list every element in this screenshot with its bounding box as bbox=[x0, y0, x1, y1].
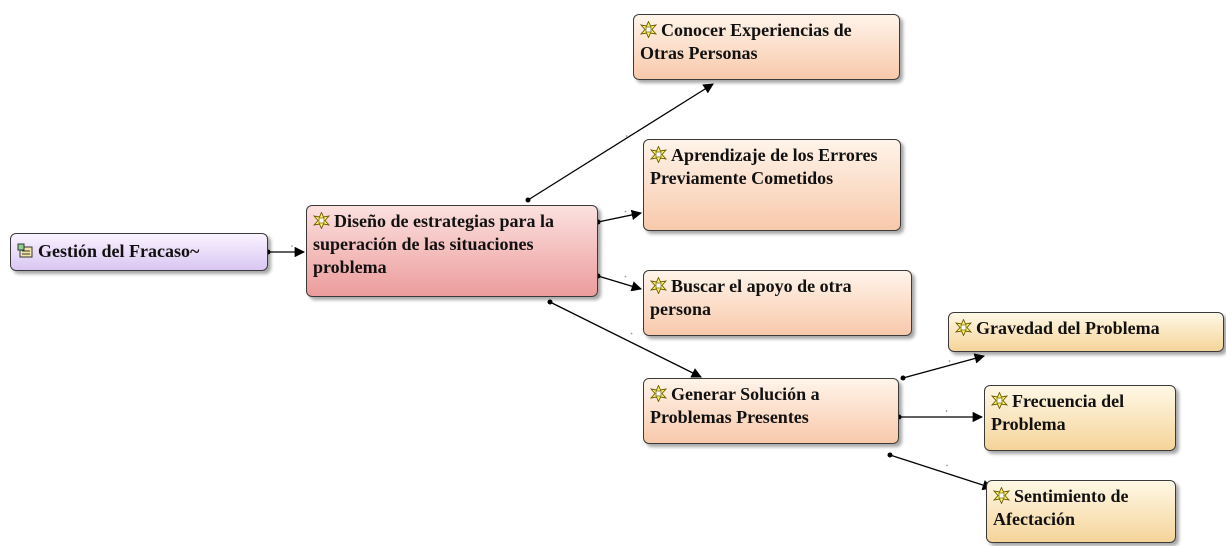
node-diseno-de-estrategias[interactable]: Diseño de estrategias para la superación… bbox=[306, 205, 598, 297]
edge-label-dot bbox=[946, 464, 948, 467]
node-label: Frecuencia del Problema bbox=[991, 391, 1125, 434]
node-conocer-experiencias[interactable]: Conocer Experiencias de Otras Personas bbox=[633, 14, 900, 80]
node-label: Sentimiento de Afectación bbox=[993, 486, 1129, 529]
code-icon bbox=[650, 146, 667, 163]
edge-start-dot bbox=[887, 452, 893, 458]
edge-label-dot bbox=[624, 275, 627, 278]
node-buscar-el-apoyo[interactable]: Buscar el apoyo de otra persona bbox=[643, 270, 912, 336]
edge-n4-s3[interactable] bbox=[889, 454, 993, 491]
node-label: Conocer Experiencias de Otras Personas bbox=[640, 20, 852, 63]
edge-start-dot bbox=[900, 375, 906, 381]
code-icon bbox=[313, 212, 330, 229]
edge-main-n3[interactable] bbox=[597, 275, 642, 292]
edge-start-dot bbox=[547, 299, 553, 305]
node-frecuencia-del-problema[interactable]: Frecuencia del Problema bbox=[984, 385, 1176, 451]
node-label: Aprendizaje de los Errores Previamente C… bbox=[650, 145, 878, 188]
edge-main-n2[interactable] bbox=[597, 209, 643, 223]
node-gestion-del-fracaso[interactable]: Gestión del Fracaso~ bbox=[10, 233, 268, 271]
node-label: Gravedad del Problema bbox=[976, 318, 1160, 338]
edge-main-n4[interactable] bbox=[549, 301, 702, 378]
edge-label-dot bbox=[948, 360, 951, 362]
edge-n4-s1[interactable] bbox=[902, 353, 986, 379]
edge-label-dot bbox=[624, 210, 627, 213]
edge-start-dot bbox=[525, 197, 531, 203]
node-aprendizaje-de-los-errores[interactable]: Aprendizaje de los Errores Previamente C… bbox=[643, 139, 901, 231]
code-icon bbox=[650, 385, 667, 402]
edge-label-dot bbox=[945, 410, 948, 412]
node-label: Buscar el apoyo de otra persona bbox=[650, 276, 852, 319]
node-label: Gestión del Fracaso~ bbox=[38, 241, 200, 261]
code-icon bbox=[650, 277, 667, 294]
node-generar-solucion[interactable]: Generar Solución a Problemas Presentes bbox=[643, 378, 899, 444]
edge-main-n1[interactable] bbox=[527, 83, 714, 201]
family-icon bbox=[17, 243, 33, 258]
edge-label-dot bbox=[630, 332, 633, 335]
code-icon bbox=[955, 319, 972, 336]
node-gravedad-del-problema[interactable]: Gravedad del Problema bbox=[948, 312, 1224, 352]
node-label: Generar Solución a Problemas Presentes bbox=[650, 384, 820, 427]
code-icon bbox=[993, 487, 1010, 504]
node-sentimiento-de-afectacion[interactable]: Sentimiento de Afectación bbox=[986, 480, 1176, 543]
code-icon bbox=[991, 392, 1008, 409]
code-icon bbox=[640, 21, 657, 38]
edge-label-dot bbox=[625, 135, 628, 137]
node-label: Diseño de estrategias para la superación… bbox=[313, 211, 554, 277]
edge-label-dot bbox=[291, 245, 293, 247]
